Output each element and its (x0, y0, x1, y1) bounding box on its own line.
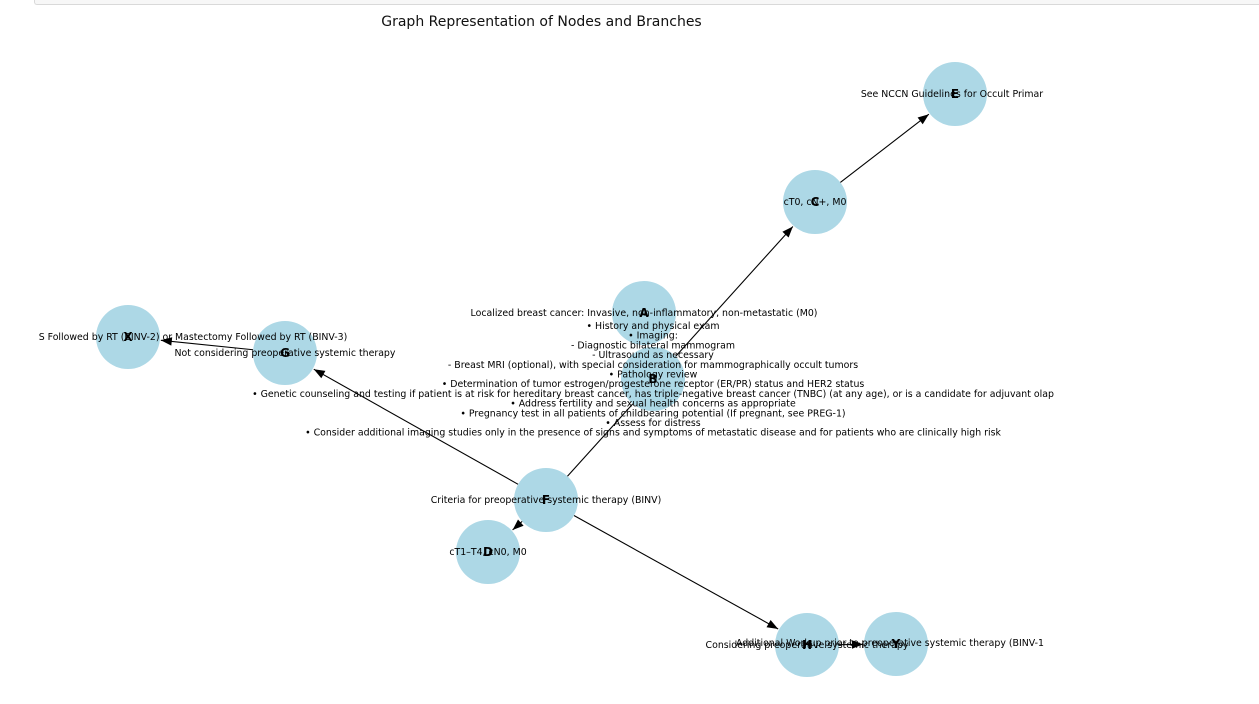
node-d-label-line: cT1–T4, cN0, M0 (449, 547, 526, 558)
node-y-label-line: Additional Workup prior to preoperative … (736, 638, 1044, 649)
edge-F-G (313, 368, 519, 485)
node-b-label-line: • Genetic counseling and testing if pati… (252, 389, 1054, 400)
node-h-label-line: Considering preoperative systemic therap… (706, 640, 909, 651)
node-b-id: B (648, 372, 657, 386)
node-h-circle[interactable] (775, 613, 839, 677)
node-b-label-line: • Determination of tumor estrogen/proges… (442, 379, 865, 390)
node-g-id: G (280, 346, 290, 360)
node-b-label-line: - Ultrasound as necessary (592, 350, 714, 361)
arrowhead-G-X (160, 337, 173, 346)
node-g-label-line: Not considering preoperative systemic th… (175, 348, 396, 359)
edge-F-C (567, 226, 794, 477)
chart-title: Graph Representation of Nodes and Branch… (381, 14, 702, 30)
node-b-circle[interactable] (621, 347, 685, 411)
arrowhead-F-G (313, 369, 326, 379)
node-b-label-line: • Pregnancy test in all patients of chil… (460, 408, 845, 419)
node-h-id: H (802, 638, 812, 652)
node-d-id: D (483, 545, 493, 559)
node-f-label-line: Criteria for preoperative systemic thera… (431, 495, 662, 506)
node-b-label-line: • Address fertility and sexual health co… (510, 399, 796, 410)
arrows-layer (160, 114, 929, 649)
arrowhead-F-D (512, 519, 524, 530)
node-x-label-line: S Followed by RT (BINV-2) or Mastectomy … (39, 332, 348, 343)
window-top-border (34, 0, 1259, 5)
node-b-label-line: • Assess for distress (605, 418, 700, 429)
node-d-circle[interactable] (456, 520, 520, 584)
node-e-label-line: See NCCN Guidelines for Occult Primar (861, 89, 1043, 100)
node-b-label-line: • Consider additional imaging studies on… (305, 428, 1001, 439)
node-e-circle[interactable] (923, 62, 987, 126)
node-b-label-line: • Imaging: (628, 331, 678, 342)
node-b-label-line: - Diagnostic bilateral mammogram (571, 340, 735, 351)
edge-G-X (160, 339, 254, 351)
node-y-id: Y (891, 637, 901, 651)
node-ids-layer: A B C D E F G H X Y (123, 87, 959, 652)
node-f-id: F (542, 493, 550, 507)
node-c-circle[interactable] (783, 170, 847, 234)
edge-C-E (840, 113, 930, 183)
node-c-id: C (811, 195, 820, 209)
node-y-circle[interactable] (864, 612, 928, 676)
arrowhead-F-H (766, 620, 779, 629)
arrowhead-C-E (917, 114, 929, 125)
node-a-circle[interactable] (612, 281, 676, 345)
node-a-label-line: Localized breast cancer: Invasive, non-i… (471, 308, 818, 319)
edge-F-H (573, 515, 779, 630)
node-e-id: E (951, 87, 959, 101)
node-b-label-line: - Breast MRI (optional), with special co… (448, 360, 858, 371)
node-b-label-line: • Pathology review (609, 370, 698, 381)
arrowhead-H-Y (852, 640, 863, 649)
node-x-id: X (123, 330, 133, 344)
arrowhead-F-C (782, 226, 793, 238)
node-g-circle[interactable] (253, 321, 317, 385)
node-a-id: A (639, 306, 649, 320)
node-x-circle[interactable] (96, 305, 160, 369)
node-c-label-line: cT0, cN+, M0 (784, 197, 847, 208)
node-f-circle[interactable] (514, 468, 578, 532)
nodes-layer (96, 62, 987, 677)
labels-layer: Localized breast cancer: Invasive, non-i… (39, 89, 1054, 651)
node-b-label-line: • History and physical exam (587, 321, 720, 332)
